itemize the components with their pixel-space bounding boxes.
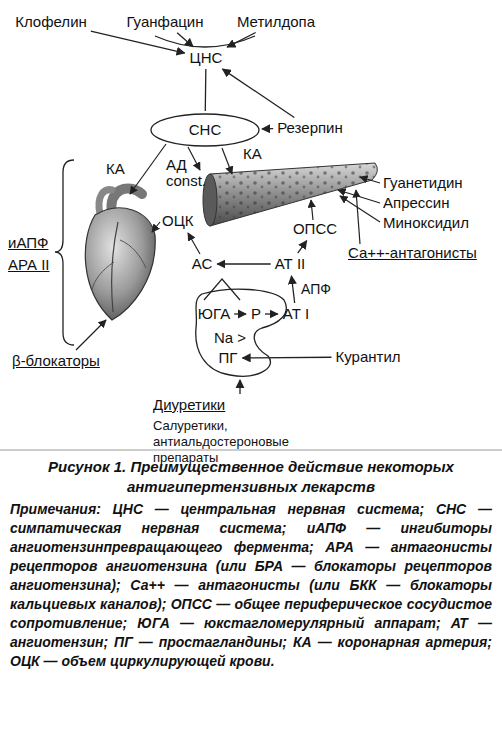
process-label: ОПСС <box>290 219 340 239</box>
edge-label: АПФ <box>299 281 333 297</box>
process-label: ЮГА <box>195 304 233 324</box>
annotation-label: Апрессин <box>383 194 449 212</box>
node-text: Курантил <box>335 348 400 366</box>
drug-label: Гуанфацин <box>123 12 206 32</box>
connector-arrow <box>298 241 307 254</box>
process-label: АТ I <box>280 304 312 324</box>
caption-rule <box>0 450 502 451</box>
node-text: ПГ <box>219 349 238 367</box>
connector-arrow <box>217 263 271 264</box>
heart-picture <box>85 188 155 320</box>
connector-arrow <box>227 32 256 47</box>
leader-arrows <box>76 144 380 350</box>
annotation-label: Са++-антагонисты <box>348 244 477 262</box>
figure-caption: Рисунок 1. Преимущественное действие нек… <box>10 457 492 497</box>
connector-arrow <box>239 380 240 394</box>
organ-label: ЦНС <box>187 48 226 68</box>
connector-arrow <box>265 313 278 314</box>
node-text: ОПСС <box>293 220 337 238</box>
node-text: АТ II <box>275 255 306 273</box>
annotation-label: АД <box>166 156 187 174</box>
node-text: АТ I <box>283 305 309 323</box>
connector-arrow <box>234 313 246 314</box>
node-text: Гуанфацин <box>126 13 203 31</box>
connector-arrow <box>223 69 295 117</box>
annotation-label: КА <box>106 160 125 178</box>
annotation-label: const. <box>166 172 206 190</box>
node-text: Р <box>251 305 261 323</box>
kidney-outline: Na > ЮГА Р ПГ <box>190 288 290 378</box>
brace <box>55 160 74 345</box>
node-text: Диуретики <box>153 396 327 414</box>
node-text: АС <box>192 255 213 273</box>
connector-arrow <box>205 69 207 111</box>
ellipse-node: СНС <box>150 113 260 147</box>
annotation-label: иАПФ <box>8 234 48 252</box>
node-text: Клофелин <box>15 13 87 31</box>
connector-arrow <box>262 128 273 130</box>
annotation-label: β-блокаторы <box>12 352 100 370</box>
process-label: ПГ <box>216 348 241 368</box>
drug-label: Резерпин <box>274 118 346 138</box>
annotation-label: Гуанетидин <box>383 174 463 192</box>
node-text: Na > <box>214 329 246 347</box>
node-text: СНС <box>189 121 222 139</box>
annotation-label: Миноксидил <box>383 214 469 232</box>
drug-group: ДиуретикиСалуретики, антиальдостероновые… <box>150 395 330 467</box>
annotation-label: АРА II <box>8 256 50 274</box>
node-text: ЦНС <box>190 49 223 67</box>
node-text: ЮГА <box>198 305 230 323</box>
connector-arrow <box>242 357 331 359</box>
connector-arrow <box>291 276 294 303</box>
annotation-label: ОЦК <box>162 212 194 230</box>
process-label: Р <box>248 304 264 324</box>
cns-bracket <box>155 36 255 47</box>
drug-label: Клофелин <box>12 12 90 32</box>
node-text: Резерпин <box>277 119 343 137</box>
drug-label: Курантил <box>332 347 403 367</box>
process-label: АТ II <box>272 254 309 274</box>
annotation-label: КА <box>243 145 262 163</box>
node-text: Метилдопа <box>237 13 315 31</box>
drug-label: Метилдопа <box>234 12 318 32</box>
connector-arrow <box>91 31 185 53</box>
note-text: Примечания: ЦНС — центральная нервная си… <box>10 500 492 671</box>
process-label: АС <box>189 254 216 274</box>
connector-arrow <box>177 33 193 47</box>
